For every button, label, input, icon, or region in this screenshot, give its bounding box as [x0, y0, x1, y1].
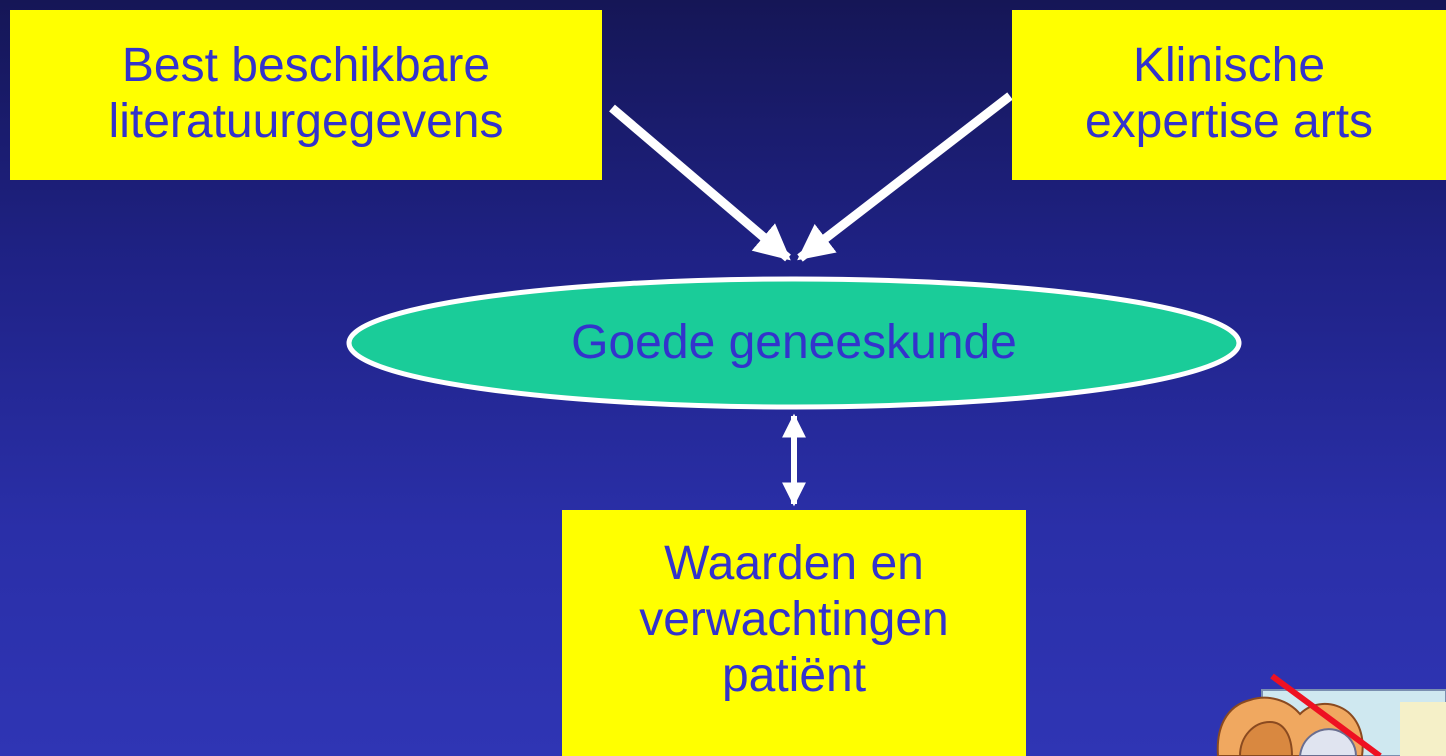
crossed-out-doctor-clipart-icon	[1216, 673, 1446, 756]
center-ellipse-label: Goede geneeskunde	[571, 316, 1017, 369]
literature-box-line-2: literatuurgegevens	[108, 95, 504, 148]
center-ellipse	[346, 276, 1242, 410]
arrow-literature-to-center	[609, 104, 791, 262]
values-box-line-3: patiënt	[721, 649, 867, 702]
values-box: Waarden en verwachtingen patiënt	[562, 510, 1026, 756]
expertise-box-line-1: Klinische	[1132, 39, 1326, 92]
expertise-box-line-2: expertise arts	[1084, 95, 1374, 148]
values-box-line-2: verwachtingen	[639, 593, 949, 646]
literature-box-line-1: Best beschikbare	[121, 39, 491, 92]
values-box-line-1: Waarden en	[664, 537, 924, 590]
expertise-box: Klinische expertise arts	[1012, 10, 1446, 180]
arrow-expertise-to-center	[797, 92, 1013, 262]
literature-box: Best beschikbare literatuurgegevens	[10, 10, 602, 180]
